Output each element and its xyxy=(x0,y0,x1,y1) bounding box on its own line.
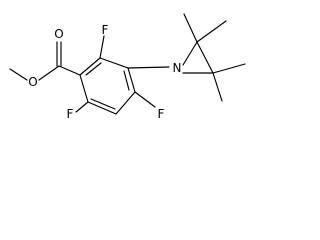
ring-bond-c2-c3 xyxy=(99,57,129,69)
ring-bond-c3-c4 xyxy=(127,67,136,93)
ring-double-bond-c3-c4 xyxy=(123,70,130,91)
ring-double-bond-c5-c6 xyxy=(90,98,116,110)
ring-to-top-fluorine-bond xyxy=(99,35,105,59)
aziridine-bottom-methyl-bond-right xyxy=(212,63,246,74)
aziridine-top-methyl-bond-left xyxy=(183,13,198,43)
ring-to-left-fluorine-bond xyxy=(75,101,89,113)
ester-oxygen-to-methyl-bond xyxy=(9,68,28,81)
ester-oxygen-label: O xyxy=(28,75,37,89)
ring-bond-c6-c1 xyxy=(79,74,89,103)
atom-label-layer: O O F F F N xyxy=(28,23,181,121)
aziridine-top-methyl-bond-right xyxy=(196,20,227,43)
aziridine-bottom-methyl-bond-down xyxy=(212,72,223,102)
ring-bond-c5-c6 xyxy=(87,101,117,115)
carbonyl-oxygen-label: O xyxy=(54,27,63,41)
ring-to-right-fluorine-bond xyxy=(134,91,156,108)
aziridine-nitrogen-label: N xyxy=(173,61,182,75)
left-fluorine-label: F xyxy=(67,107,74,121)
ring-bond-c1-c2 xyxy=(79,57,101,76)
ring-double-bond-c1-c2 xyxy=(85,62,102,76)
top-fluorine-label: F xyxy=(102,23,109,37)
right-fluorine-label: F xyxy=(158,107,165,121)
chemical-structure: O O F F F N xyxy=(9,13,246,121)
ring-bond-c4-c5 xyxy=(115,91,136,115)
ring-to-aziridine-nitrogen-bond xyxy=(127,66,170,69)
aziridine-bond-n-c-top xyxy=(182,41,198,66)
bond-layer xyxy=(9,13,246,115)
aziridine-bond-c-c xyxy=(196,41,214,74)
carbonyl-to-ester-oxygen-bond xyxy=(38,65,60,81)
ring-to-carbonyl-bond xyxy=(58,65,81,76)
